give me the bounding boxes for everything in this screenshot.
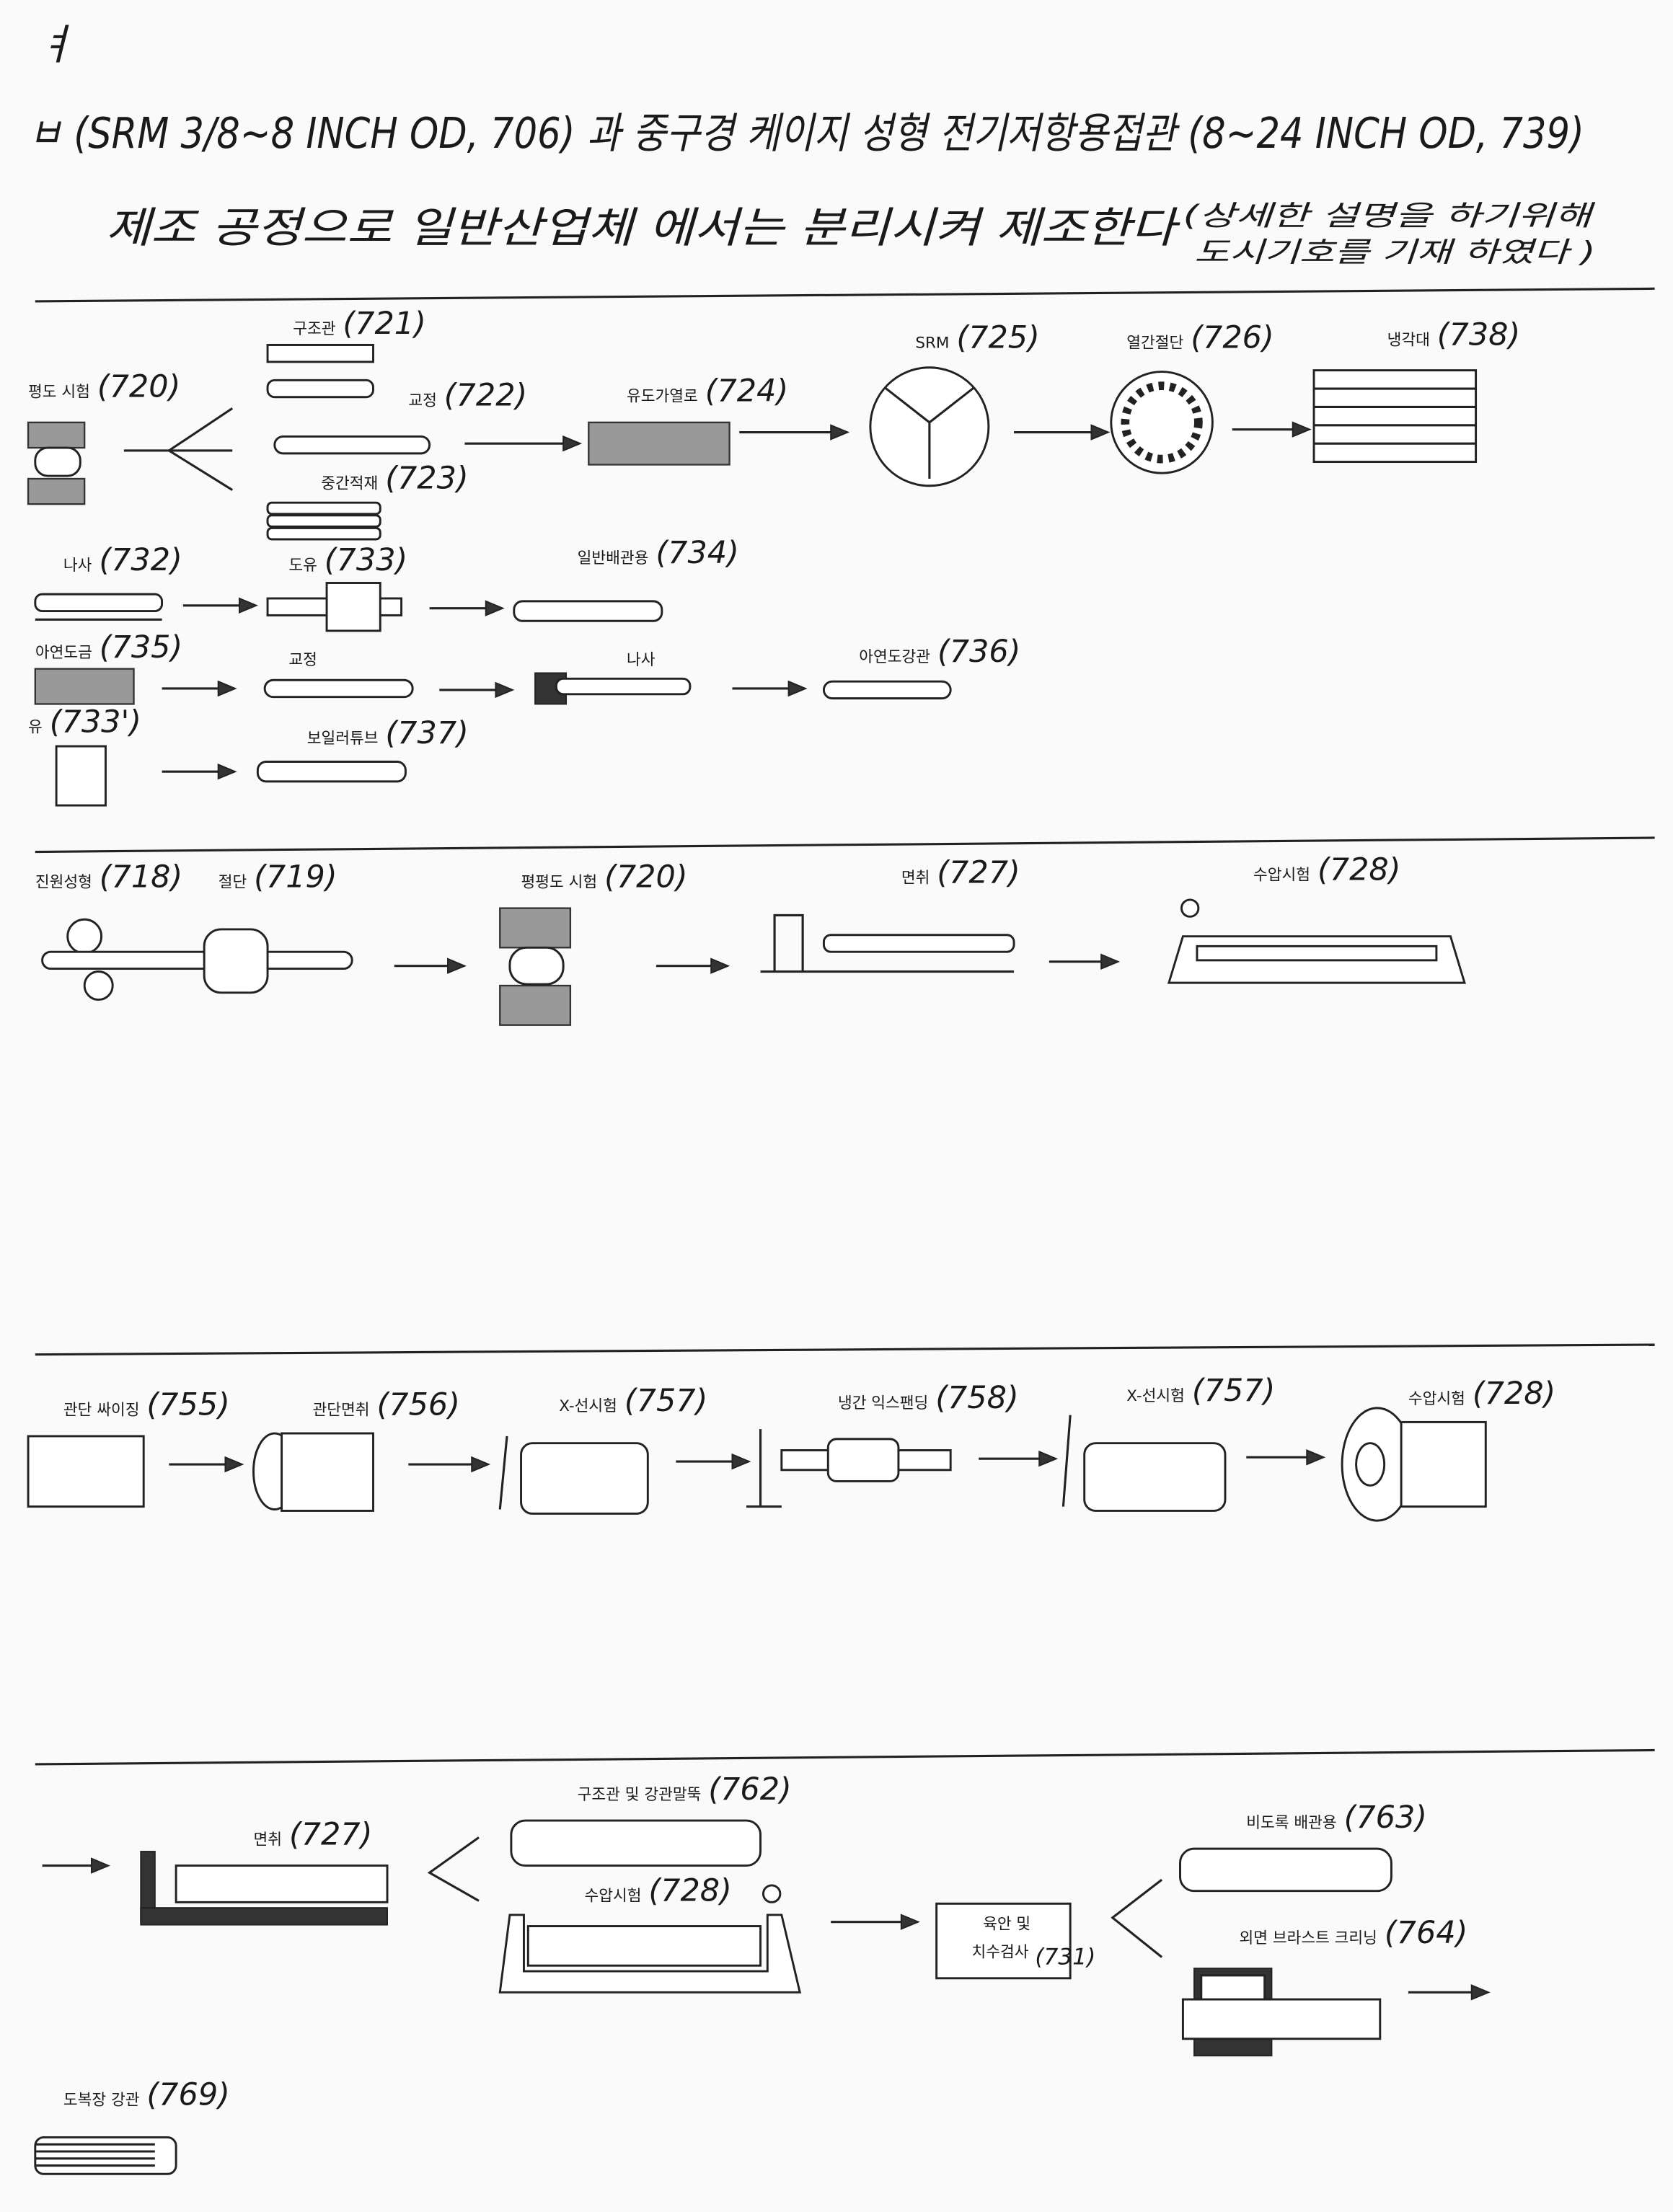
header-line-1: ㅂ (SRM 3/8~8 INCH OD, 706) 과 중구경 케이지 성형 …	[28, 109, 1584, 158]
label-threading-2: 나사	[627, 651, 655, 669]
label-hydro-test-2: 수압시험 (728)	[1408, 1376, 1555, 1412]
section4: 면취 (727) 구조관 및 강관말뚝 (762) 수압시험 (728) 비도록…	[35, 1771, 1488, 2174]
divider	[35, 288, 1655, 301]
label-straightening-2: 교정	[288, 651, 317, 669]
label-xray-test-1: X-선시험 (757)	[559, 1383, 707, 1419]
label-structural-pipe: 구조관 (721)	[293, 306, 426, 342]
label-chamfering: 면취 (727)	[901, 854, 1020, 890]
header-line-2: 제조 공정으로 일반산업체 에서는 분리시켜 제조한다	[105, 203, 1180, 252]
inspection-line-2: 치수검사	[971, 1944, 1028, 1962]
label-galvanizing: 아연도금 (735)	[35, 629, 182, 665]
label-cutting: 절단 (719)	[218, 859, 337, 895]
label-coated-pipe: 도복장 강관 (769)	[63, 2077, 230, 2113]
label-intermediate-stock: 중간적재 (723)	[321, 461, 468, 497]
label-oiling: 도유 (733)	[288, 542, 407, 578]
label-nonpressure-piping: 비도록 배관용 (763)	[1246, 1800, 1427, 1836]
label-hot-cutting: 열간절단 (726)	[1126, 319, 1273, 355]
header-note-2: 도시기호를 기재 하였다 )	[1194, 236, 1596, 269]
section2: 진원성형 (718) 절단 (719) 평평도 시험 (720) 면취 (727…	[35, 852, 1465, 1025]
inspection-num: (731)	[1035, 1944, 1095, 1970]
label-straightening: 교정 (722)	[408, 377, 527, 413]
label-structural-piling: 구조관 및 강관말뚝 (762)	[578, 1771, 792, 1808]
label-round-forming: 진원성형 (718)	[35, 859, 182, 895]
label-hydro-test: 수압시험 (728)	[1253, 852, 1400, 888]
header-note-1: (상세한 설명을 하기위해	[1183, 200, 1595, 232]
label-flatness-test: 평도 시험 (720)	[28, 369, 180, 405]
label-flattening-test: 평평도 시험 (720)	[521, 859, 688, 895]
label-cooling-bed: 냉각대 (738)	[1387, 317, 1521, 353]
divider	[35, 838, 1655, 852]
label-end-sizing: 관단 싸이징 (755)	[63, 1387, 230, 1423]
label-oiling-2: 유 (733')	[28, 704, 141, 740]
section1-drawings	[28, 345, 1476, 805]
label-srm: SRM (725)	[915, 319, 1040, 355]
divider	[35, 1750, 1655, 1764]
label-chamfer-4: 면취 (727)	[254, 1816, 373, 1852]
label-end-chamfer: 관단면취 (756)	[313, 1387, 460, 1423]
label-hydro-test-4: 수압시험 (728)	[584, 1872, 731, 1908]
corner-mark: ㅕ	[35, 20, 74, 69]
label-galvanized-pipe: 아연도강관 (736)	[859, 634, 1020, 670]
label-blast-cleaning: 외면 브라스트 크리닝 (764)	[1240, 1915, 1468, 1951]
label-induction-furnace: 유도가열로 (724)	[627, 373, 788, 410]
label-cold-expanding: 냉간 익스팬딩 (758)	[838, 1380, 1019, 1416]
label-xray-test-2: X-선시험 (757)	[1126, 1373, 1275, 1409]
label-general-piping: 일반배관용 (734)	[578, 535, 739, 571]
section3: 관단 싸이징 (755) 관단면취 (756) X-선시험 (757) 냉간 익…	[28, 1373, 1555, 1521]
section1-labels: 평도 시험 (720) 구조관 (721) 교정 (722) 중간적재 (723…	[28, 306, 1520, 751]
label-threading: 나사 (732)	[63, 542, 182, 578]
divider	[35, 1345, 1655, 1355]
label-boiler-tube: 보일러튜브 (737)	[307, 715, 469, 751]
inspection-line-1: 육안 및	[983, 1915, 1030, 1933]
